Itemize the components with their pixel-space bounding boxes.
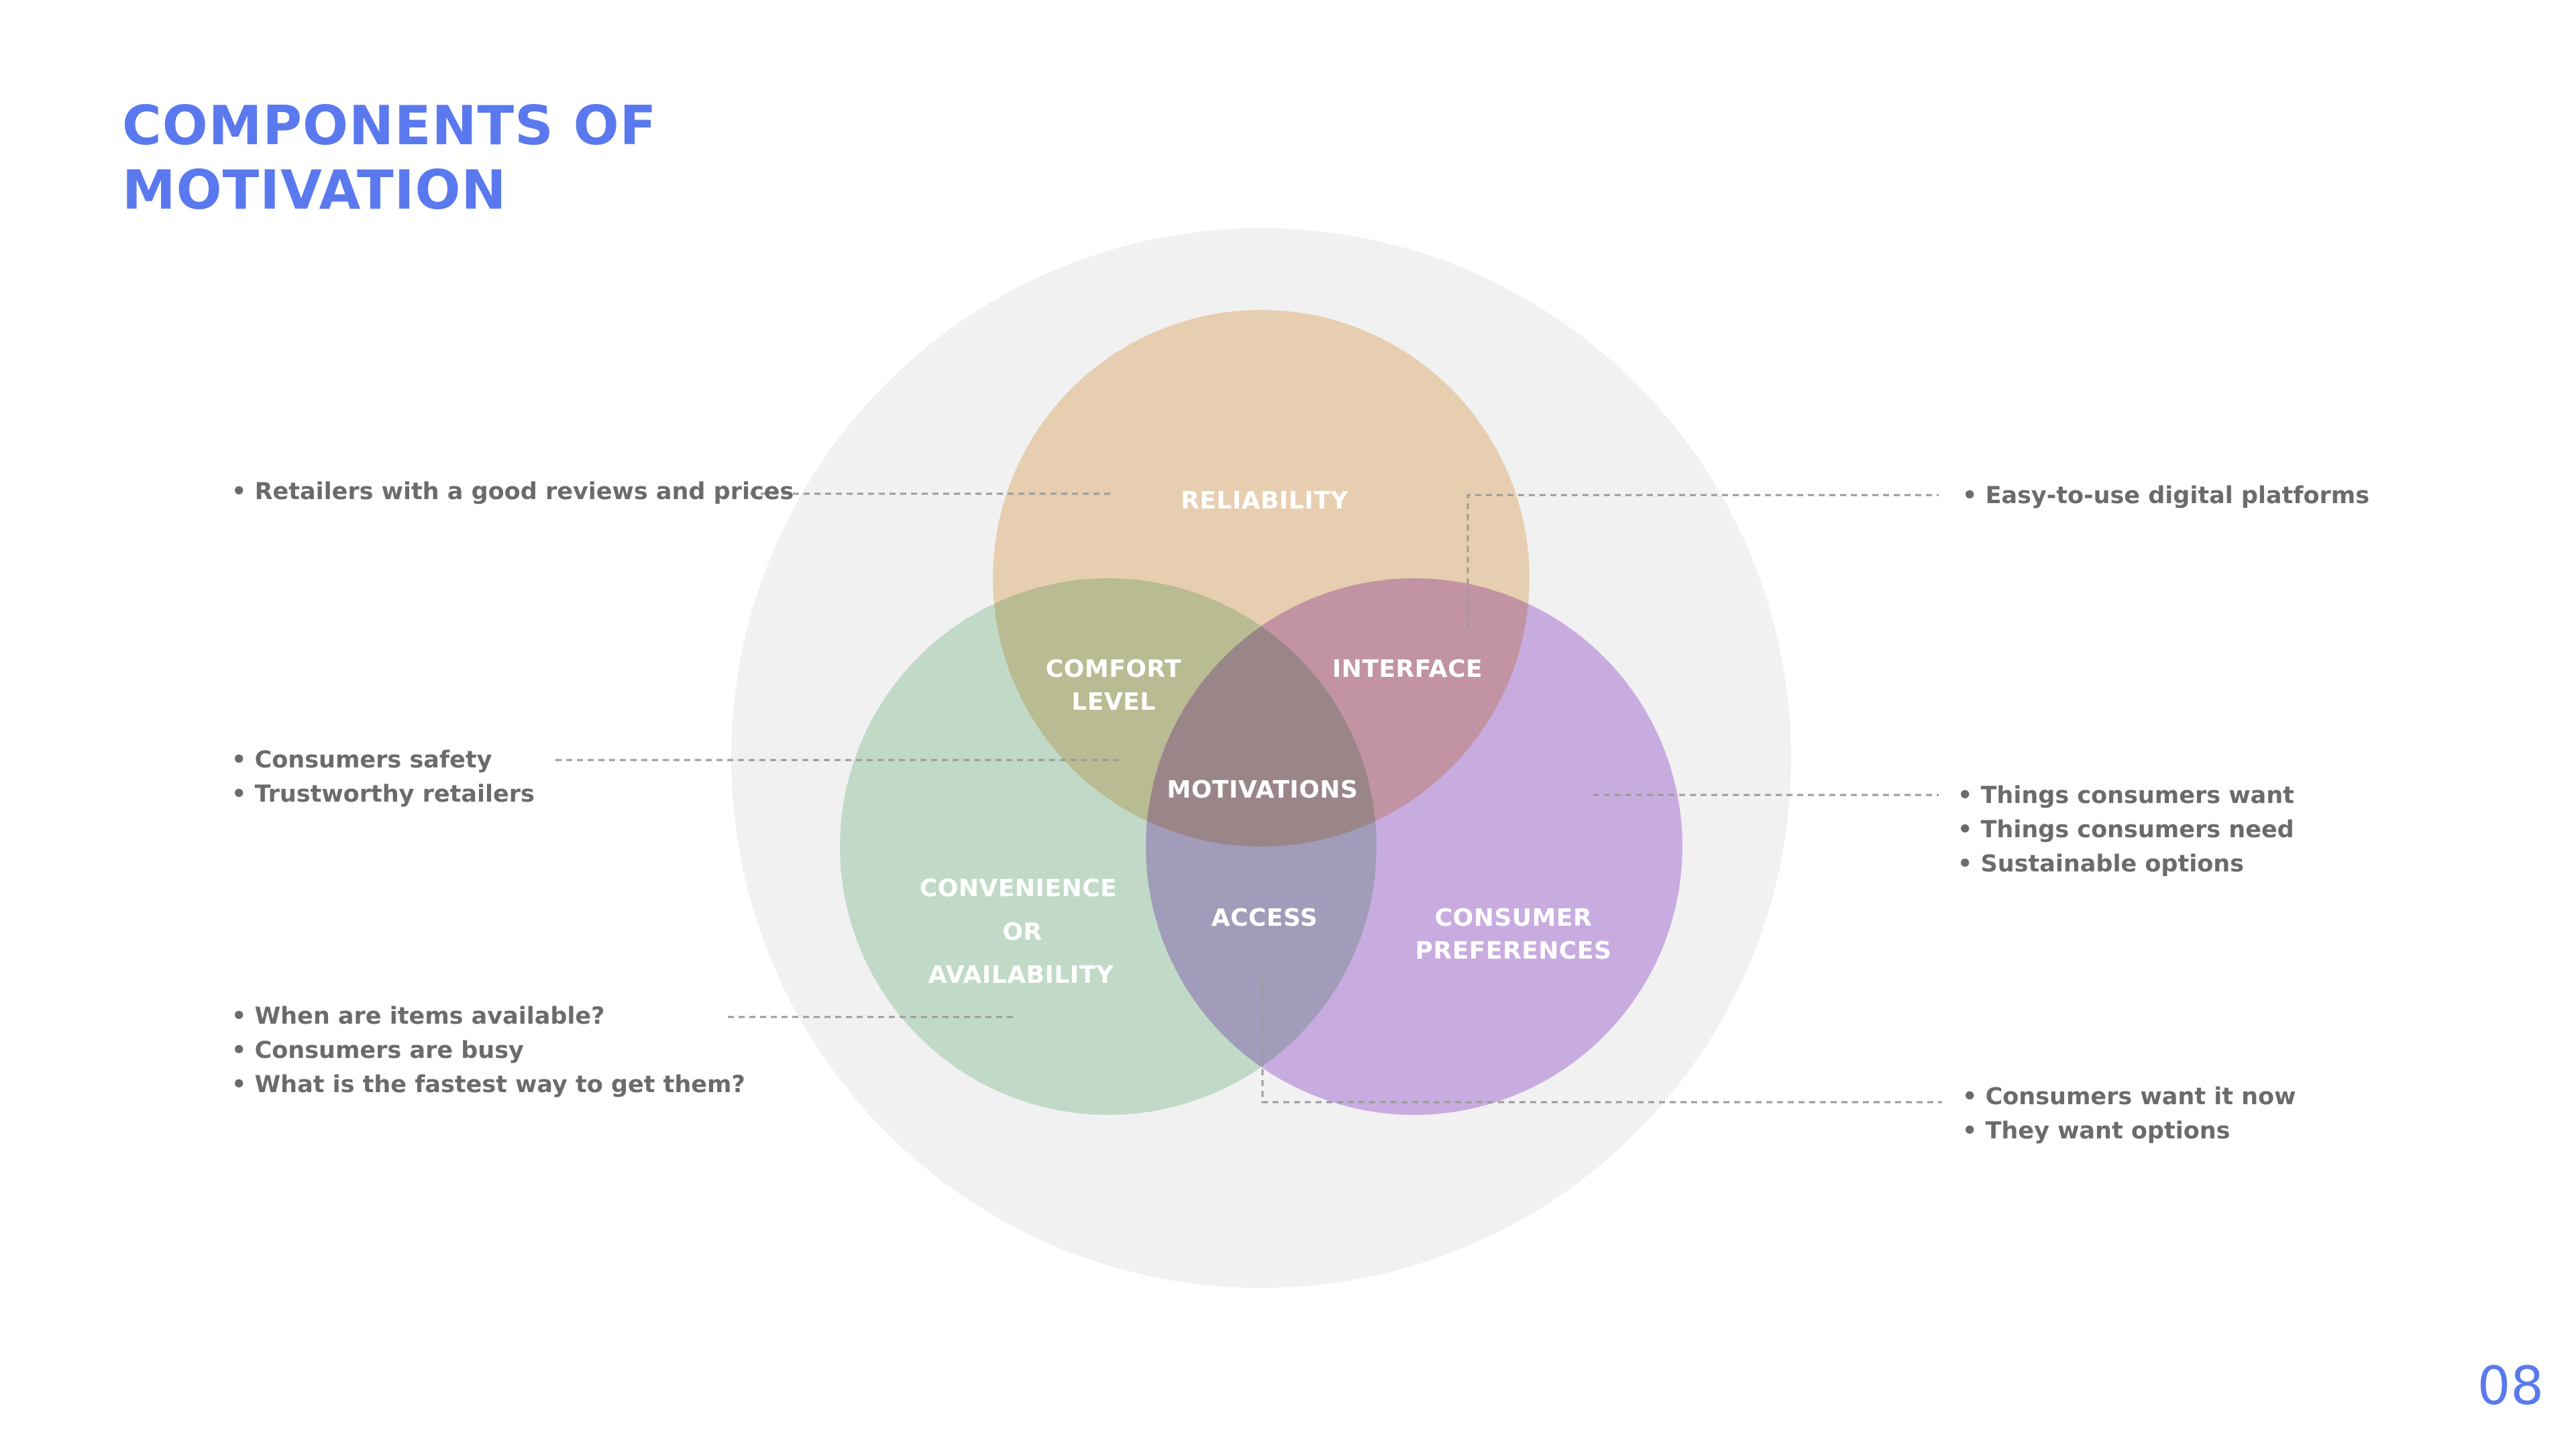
page-title-line-1: COMPONENTS OF — [122, 95, 657, 157]
access-notes: Consumers want it now They want options — [1962, 1080, 2296, 1148]
motivations-label: MOTIVATIONS — [1167, 776, 1358, 804]
venn-circles — [840, 310, 1682, 1115]
note-item: Easy-to-use digital platforms — [1962, 479, 2370, 513]
interface-notes: Easy-to-use digital platforms — [1962, 479, 2370, 513]
reliability-label: RELIABILITY — [1181, 487, 1348, 515]
convenience-notes: When are items available? Consumers are … — [231, 1000, 745, 1102]
note-item: Consumers want it now — [1962, 1080, 2296, 1114]
page-title: COMPONENTS OF MOTIVATION — [122, 94, 657, 223]
convenience-label-line-3: AVAILABILITY — [928, 961, 1114, 989]
convenience-label-line-2: OR — [1002, 918, 1042, 946]
interface-label: INTERFACE — [1332, 655, 1483, 683]
note-item: Consumers safety — [231, 743, 535, 777]
note-item: What is the fastest way to get them? — [231, 1068, 745, 1102]
note-item: They want options — [1962, 1114, 2296, 1148]
note-item: Retailers with a good reviews and prices — [231, 475, 794, 509]
convenience-label-line-1: CONVENIENCE — [920, 875, 1117, 902]
note-item: When are items available? — [231, 1000, 745, 1034]
page-title-line-2: MOTIVATION — [122, 159, 507, 221]
note-item: Sustainable options — [1957, 847, 2294, 881]
access-leader-line — [1261, 973, 1942, 1104]
comfort-level-notes: Consumers safety Trustworthy retailers — [231, 743, 535, 812]
reliability-notes: Retailers with a good reviews and prices — [231, 475, 794, 509]
comfort-level-label-line-2: LEVEL — [1071, 688, 1155, 716]
note-item: Consumers are busy — [231, 1034, 745, 1068]
note-item: Things consumers want — [1957, 779, 2294, 813]
consumer-preferences-circle — [1146, 578, 1682, 1115]
consumer-preferences-notes: Things consumers want Things consumers n… — [1957, 779, 2294, 881]
comfort-level-label-line-1: COMFORT — [1046, 655, 1181, 683]
access-label: ACCESS — [1212, 904, 1318, 932]
interface-leader-line — [1466, 494, 1939, 627]
note-item: Things consumers need — [1957, 813, 2294, 847]
consumer-preferences-label-line-1: CONSUMER — [1435, 904, 1592, 932]
consumer-preferences-label-line-2: PREFERENCES — [1415, 937, 1612, 965]
note-item: Trustworthy retailers — [231, 777, 535, 812]
page-number: 08 — [2477, 1356, 2544, 1417]
